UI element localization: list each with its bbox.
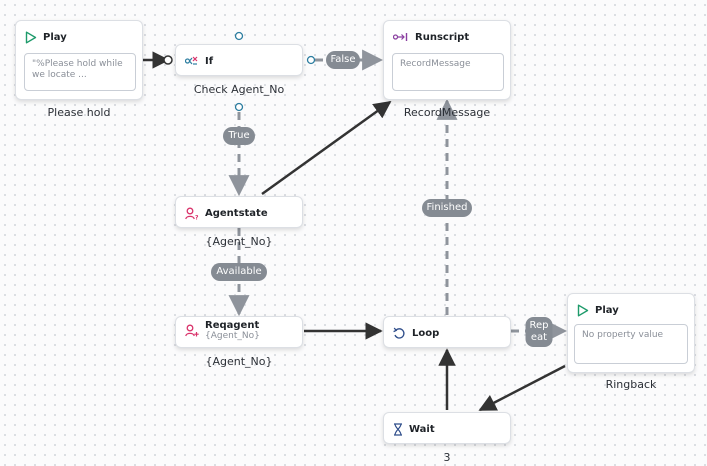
if-true-port[interactable] [234,102,244,112]
edge-agentstate-to-runscript[interactable] [261,100,392,196]
svg-text:?: ? [195,214,199,220]
property-preview[interactable]: "%Please hold while we locate ... [24,53,136,91]
agent-add-icon [185,324,199,337]
runscript-icon [393,32,409,42]
node-caption: {Agent_No} [205,235,273,248]
if-top-port[interactable] [234,31,244,41]
edge-play2-to-wait[interactable] [478,364,566,412]
edge-label-finished[interactable]: Finished [422,199,472,217]
edge-label-false[interactable]: False [326,51,360,69]
node-title: Reqagent [205,319,260,331]
node-title: Play [595,304,619,316]
property-preview[interactable]: RecordMessage [392,53,504,91]
loop-icon [393,327,406,340]
property-preview[interactable]: No property value [574,324,688,364]
node-caption: RecordMessage [403,106,491,119]
play-icon [25,31,37,44]
node-caption: Ringback [605,378,657,391]
if-icon [185,55,199,67]
play-node-ringback[interactable]: Play No property value [567,293,695,373]
runscript-node[interactable]: Runscript RecordMessage [383,20,511,100]
edge-label-repeat[interactable]: Rep eat [525,317,553,347]
agent-icon: ? [185,207,199,220]
edge-label-true[interactable]: True [223,127,255,145]
wait-node[interactable]: Wait [383,412,511,444]
if-node[interactable]: If [175,44,303,76]
loop-node[interactable]: Loop [383,316,511,348]
node-caption: Please hold [47,106,111,119]
node-caption: {Agent_No} [205,355,273,368]
agentstate-node[interactable]: ? Agentstate [175,196,303,228]
node-title: Loop [412,327,440,339]
node-title: If [205,55,214,67]
node-title: Play [43,31,67,43]
node-title: Agentstate [205,207,268,219]
hourglass-icon [393,422,403,436]
node-subtitle: {Agent_No} [205,330,260,341]
node-title: Wait [409,423,435,435]
reqagent-node[interactable]: Reqagent {Agent_No} [175,316,303,348]
play-icon [577,304,589,317]
if-false-port[interactable] [306,55,316,65]
node-caption: 3 [443,451,451,464]
node-caption: Check Agent_No [193,83,285,96]
node-title: Runscript [415,31,470,43]
play-node-hold[interactable]: Play "%Please hold while we locate ... [15,20,143,100]
edge-label-available[interactable]: Available [211,263,267,281]
if-input-port[interactable] [163,55,173,65]
